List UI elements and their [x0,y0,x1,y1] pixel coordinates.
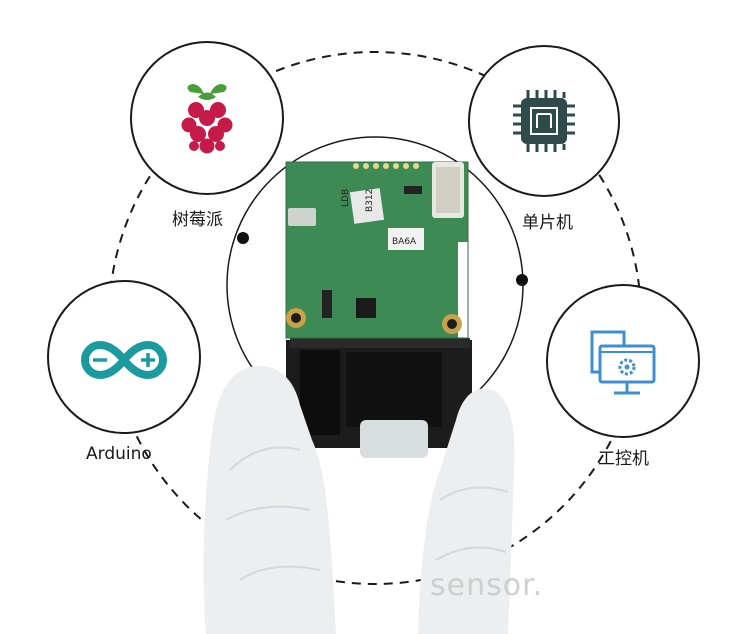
label-arduino: Arduino [86,444,152,464]
arduino-badge [47,280,201,434]
gloved-hands [203,366,515,634]
industrial-pc-badge [546,284,700,438]
label-industrial-pc: 工控机 [598,449,649,469]
pin-header [353,163,419,169]
ring-dot-left [237,232,249,244]
raspberry-pi-badge [130,41,284,195]
arduino-infinity-icon [81,340,167,380]
monitor-gear-icon [590,330,656,395]
chip-icon [513,90,575,152]
silk-ldb: LDB [341,189,351,207]
silk-code: B312 [365,189,375,212]
silk-side: BA6A [392,237,417,247]
label-mcu: 单片机 [522,213,573,233]
label-raspberry-pi: 树莓派 [172,210,223,230]
mcu-badge [468,45,620,197]
laser-sensor-module: LDB B312 BA6A [285,161,472,458]
raspberry-pi-icon [181,84,233,154]
ring-dot-right [516,274,528,286]
watermark-text: sensor. [430,568,544,603]
